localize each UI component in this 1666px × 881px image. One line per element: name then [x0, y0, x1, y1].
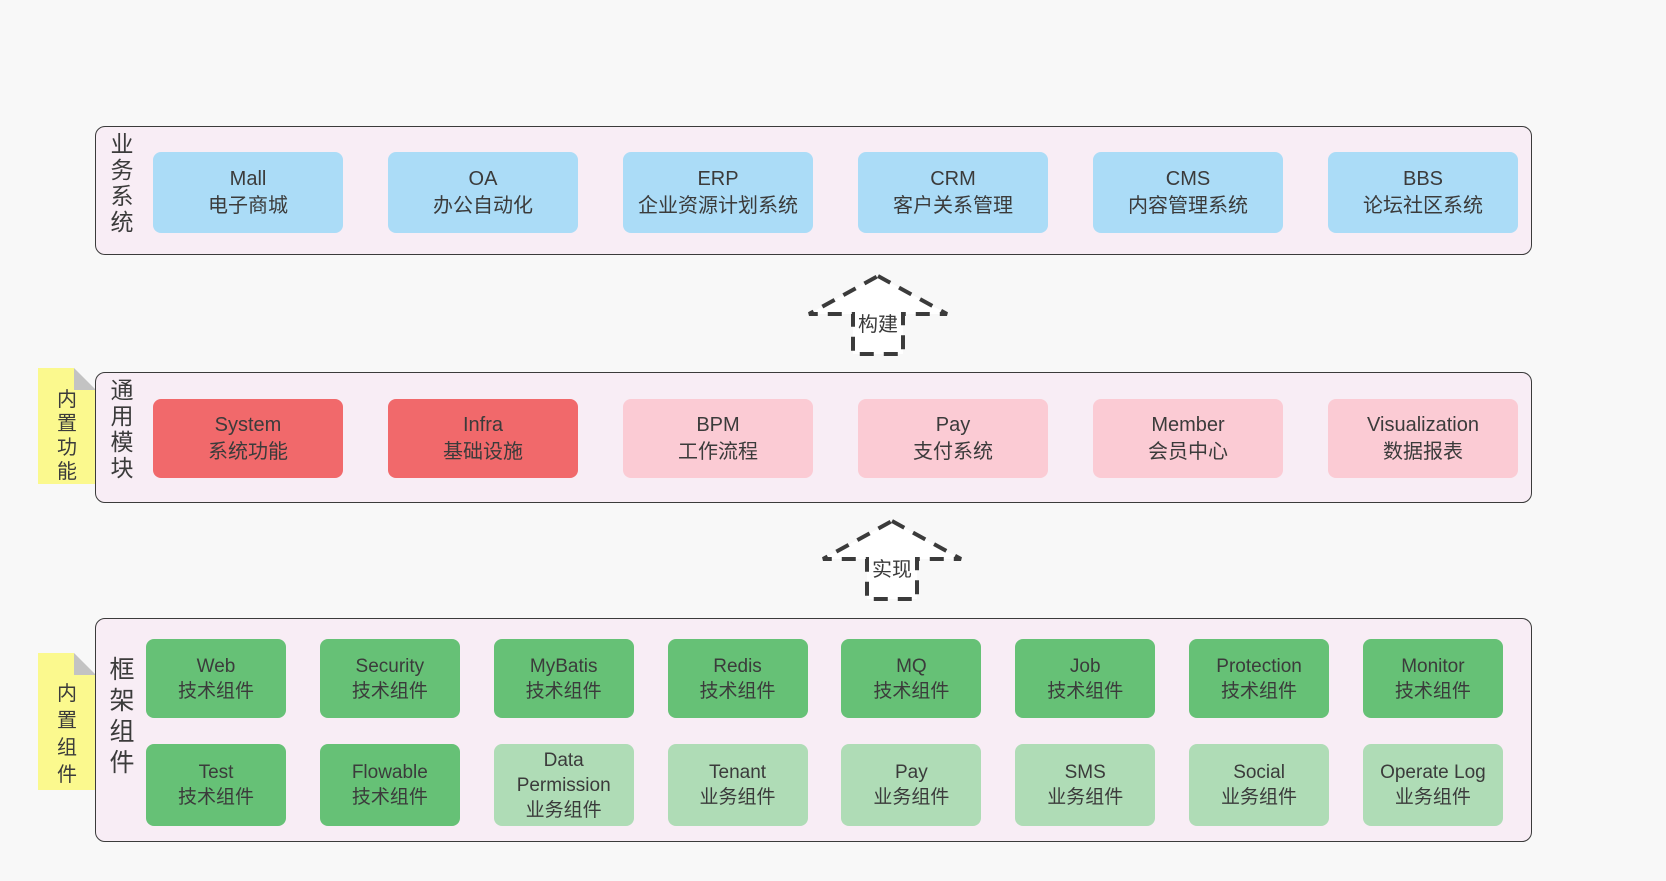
layer-label-business-systems: 业务系统	[110, 131, 134, 235]
box-system: System 系统功能	[153, 399, 343, 478]
box-security: Security 技术组件	[319, 639, 460, 718]
box-visualization: Visualization 数据报表	[1328, 399, 1518, 478]
framework-components-row-1: Web 技术组件 Security 技术组件 MyBatis 技术组件 Redi…	[146, 639, 1503, 718]
box-flowable: Flowable 技术组件	[319, 744, 460, 826]
box-mybatis: MyBatis 技术组件	[493, 639, 634, 718]
layer-common-modules: 通用模块 System 系统功能 Infra 基础设施 BPM 工作流程 Pay…	[95, 372, 1532, 503]
box-test: Test 技术组件	[146, 744, 286, 826]
box-web: Web 技术组件	[146, 639, 286, 718]
box-pay: Pay 支付系统	[858, 399, 1048, 478]
box-mq: MQ 技术组件	[841, 639, 982, 718]
box-oa: OA 办公自动化	[388, 152, 578, 233]
sticky-note-built-in-features: 内置功能	[38, 368, 96, 484]
implement-arrow-icon: 实现	[820, 518, 964, 602]
layer-label-framework-components: 框架组件	[109, 656, 135, 777]
note-label: 内置功能	[57, 389, 77, 483]
box-pay-component: Pay 业务组件	[841, 744, 982, 826]
implement-arrow-label: 实现	[869, 553, 915, 582]
layer-framework-components: 框架组件 Web 技术组件 Security 技术组件 MyBatis 技术组件…	[95, 618, 1532, 842]
box-sms: SMS 业务组件	[1015, 744, 1156, 826]
build-arrow-icon: 构建	[806, 273, 950, 357]
box-redis: Redis 技术组件	[667, 639, 808, 718]
note-fold-icon	[74, 368, 96, 390]
box-job: Job 技术组件	[1015, 639, 1156, 718]
sticky-note-built-in-components: 内置组件	[38, 653, 96, 790]
box-operate-log: Operate Log 业务组件	[1362, 744, 1503, 826]
box-mall: Mall 电子商城	[153, 152, 343, 233]
layer-business-systems: 业务系统 Mall 电子商城 OA 办公自动化 ERP 企业资源计划系统 CRM…	[95, 126, 1532, 255]
layer-label-common-modules: 通用模块	[110, 377, 134, 481]
note-fold-icon	[74, 653, 96, 675]
box-erp: ERP 企业资源计划系统	[623, 152, 813, 233]
box-protection: Protection 技术组件	[1189, 639, 1330, 718]
box-cms: CMS 内容管理系统	[1093, 152, 1283, 233]
build-arrow-label: 构建	[855, 308, 901, 337]
box-tenant: Tenant 业务组件	[667, 744, 808, 826]
box-bpm: BPM 工作流程	[623, 399, 813, 478]
framework-components-row-2: Test 技术组件 Flowable 技术组件 Data Permission …	[146, 744, 1503, 826]
note-label: 内置组件	[57, 683, 77, 786]
box-monitor: Monitor 技术组件	[1362, 639, 1503, 718]
box-social: Social 业务组件	[1189, 744, 1330, 826]
business-systems-row: Mall 电子商城 OA 办公自动化 ERP 企业资源计划系统 CRM 客户关系…	[153, 152, 1518, 233]
box-crm: CRM 客户关系管理	[858, 152, 1048, 233]
box-data-permission: Data Permission 业务组件	[493, 744, 634, 826]
box-infra: Infra 基础设施	[388, 399, 578, 478]
common-modules-row: System 系统功能 Infra 基础设施 BPM 工作流程 Pay 支付系统…	[153, 399, 1518, 478]
box-member: Member 会员中心	[1093, 399, 1283, 478]
box-bbs: BBS 论坛社区系统	[1328, 152, 1518, 233]
